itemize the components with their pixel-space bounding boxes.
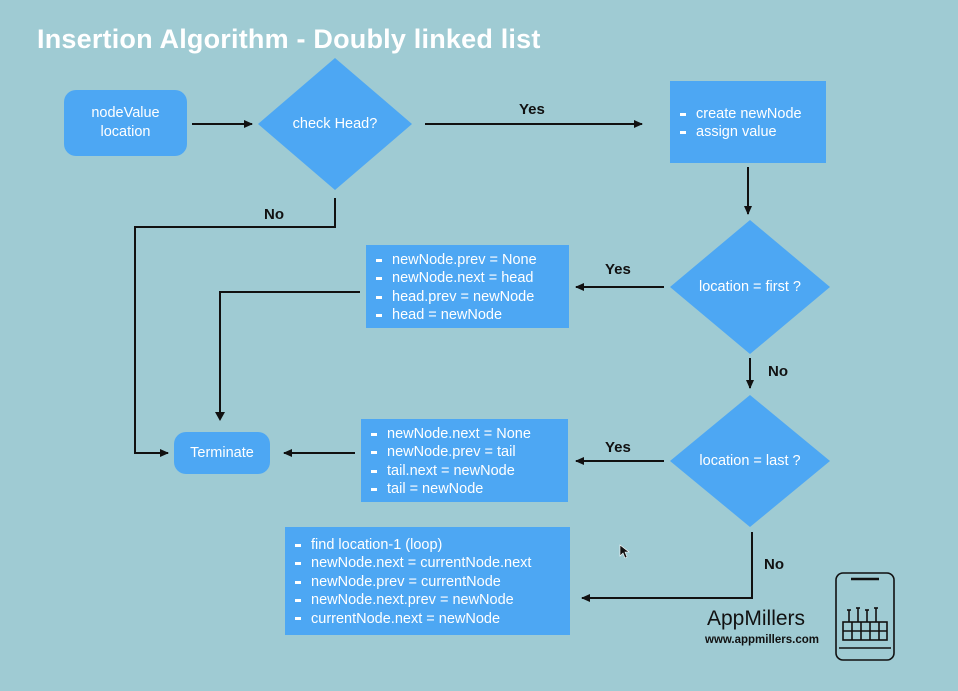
list-item-text: assign value: [696, 124, 777, 141]
check-head-label: check Head?: [292, 116, 378, 132]
edge-label-check-yes: Yes: [519, 101, 545, 118]
list-item-text: head.prev = newNode: [392, 288, 535, 305]
list-item-text: currentNode.next = newNode: [311, 610, 501, 627]
insert-last-box: newNode.next = None newNode.prev = tail …: [361, 419, 568, 502]
list-item: assign value: [678, 123, 816, 141]
list-item: tail.next = newNode: [369, 462, 558, 480]
location-last-diamond: [670, 395, 830, 527]
edge-insert-first-to-terminate: [219, 291, 360, 418]
list-item: newNode.prev = None: [374, 251, 559, 269]
list-item-text: tail.next = newNode: [387, 462, 515, 479]
list-item: newNode.prev = currentNode: [293, 573, 560, 591]
list-item: newNode.prev = tail: [369, 443, 558, 461]
factory-phone-icon: [835, 572, 895, 661]
edge-label-last-yes: Yes: [605, 439, 631, 456]
start-node-line: nodeValue: [91, 105, 160, 121]
edge-label-first-no: No: [768, 363, 788, 380]
list-item: head = newNode: [374, 306, 559, 324]
start-node: nodeValue location: [64, 90, 187, 156]
page-title: Insertion Algorithm - Doubly linked list: [37, 24, 541, 54]
list-item: create newNode: [678, 105, 816, 123]
list-item-text: newNode.prev = tail: [387, 444, 516, 461]
terminate-node: Terminate: [174, 432, 270, 474]
brand-url: www.appmillers.com: [705, 634, 819, 646]
list-item: newNode.next = None: [369, 425, 558, 443]
list-item: find location-1 (loop): [293, 536, 560, 554]
list-item-text: newNode.prev = None: [392, 252, 537, 268]
create-node-box: create newNode assign value: [670, 81, 826, 163]
list-item: head.prev = newNode: [374, 288, 559, 306]
list-item: tail = newNode: [369, 480, 558, 498]
list-item-text: create newNode: [696, 106, 802, 122]
list-item-text: newNode.next = currentNode.next: [311, 555, 532, 572]
list-item-text: newNode.next = None: [387, 426, 531, 442]
location-first-label: location = first ?: [699, 279, 801, 295]
edge-check-no: [134, 198, 336, 457]
edge-last-no: [581, 532, 753, 602]
brand-name: AppMillers: [707, 607, 806, 630]
insert-first-box: newNode.prev = None newNode.next = head …: [366, 245, 569, 328]
list-item-text: head = newNode: [392, 307, 503, 324]
list-item-text: find location-1 (loop): [311, 537, 443, 553]
location-first-diamond: [670, 220, 830, 354]
terminate-label: Terminate: [190, 444, 254, 461]
edge-label-first-yes: Yes: [605, 261, 631, 278]
location-last-label: location = last ?: [699, 453, 801, 469]
start-node-line: location: [100, 124, 151, 140]
list-item-text: newNode.next.prev = newNode: [311, 592, 514, 609]
edge-arrowhead: [215, 412, 225, 421]
cursor-icon: [619, 544, 630, 559]
list-item: newNode.next = head: [374, 269, 559, 287]
list-item-text: newNode.next = head: [392, 270, 534, 287]
list-item-text: newNode.prev = currentNode: [311, 573, 501, 590]
check-head-diamond: [258, 58, 412, 190]
list-item: newNode.next.prev = newNode: [293, 591, 560, 609]
edge-label-check-no: No: [264, 206, 284, 223]
list-item: currentNode.next = newNode: [293, 610, 560, 628]
insert-middle-box: find location-1 (loop) newNode.next = cu…: [285, 527, 570, 635]
list-item-text: tail = newNode: [387, 481, 484, 498]
list-item: newNode.next = currentNode.next: [293, 554, 560, 572]
edge-label-last-no: No: [764, 556, 784, 573]
